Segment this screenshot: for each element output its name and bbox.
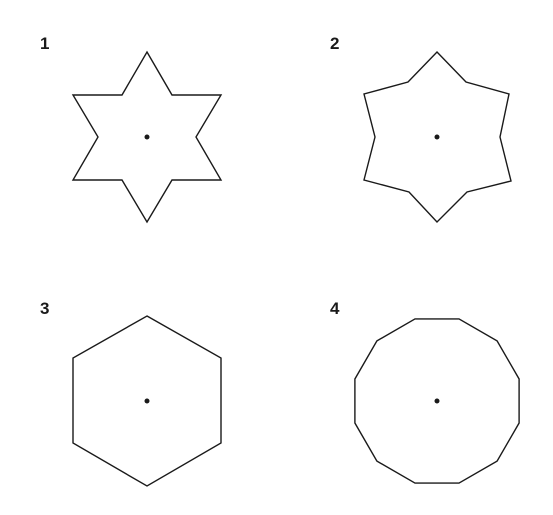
panel-4-label: 4: [330, 299, 340, 318]
panel-2: 2: [330, 34, 512, 224]
center-dot-3: [144, 398, 150, 404]
panel-1: 1: [40, 34, 223, 224]
center-dot-1: [144, 134, 150, 140]
panel-1-label: 1: [40, 34, 49, 53]
panel-3-label: 3: [40, 299, 49, 318]
panel-2-label: 2: [330, 34, 339, 53]
center-dot-4: [434, 398, 440, 404]
center-dot-2: [434, 134, 440, 140]
panel-3: 3: [40, 299, 222, 487]
panel-4: 4: [330, 299, 520, 484]
